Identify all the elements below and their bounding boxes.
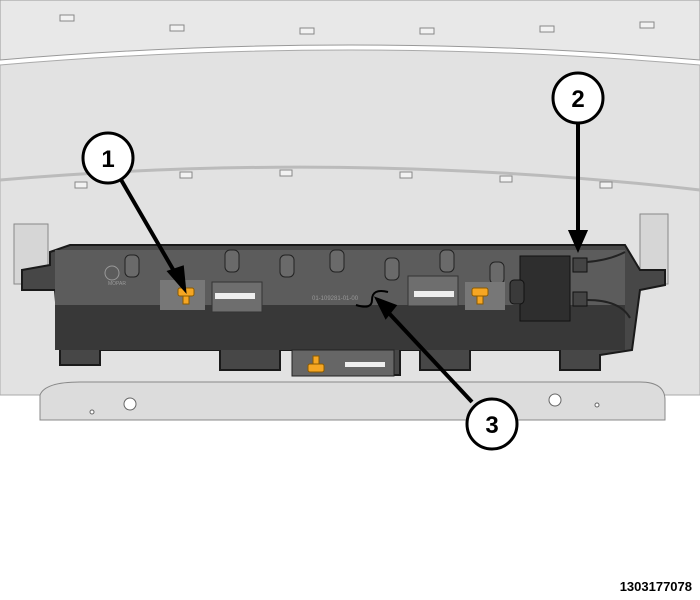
svg-text:2: 2	[571, 86, 584, 113]
fascia-upper	[0, 0, 700, 61]
push-pin-clips	[177, 287, 489, 373]
callout-1: 1	[81, 131, 135, 185]
electrical-connector	[572, 257, 588, 273]
mopar-logo: MOPAR	[108, 281, 126, 287]
callout-3: 3	[465, 397, 519, 451]
svg-text:3: 3	[485, 412, 498, 439]
fascia-tabs	[59, 14, 655, 189]
figure-number: 1303177078	[619, 579, 692, 594]
svg-text:1: 1	[101, 146, 114, 173]
part-marking: 01-109281-01-00	[312, 296, 359, 302]
callout-2: 2	[551, 71, 605, 125]
control-module	[519, 255, 571, 322]
